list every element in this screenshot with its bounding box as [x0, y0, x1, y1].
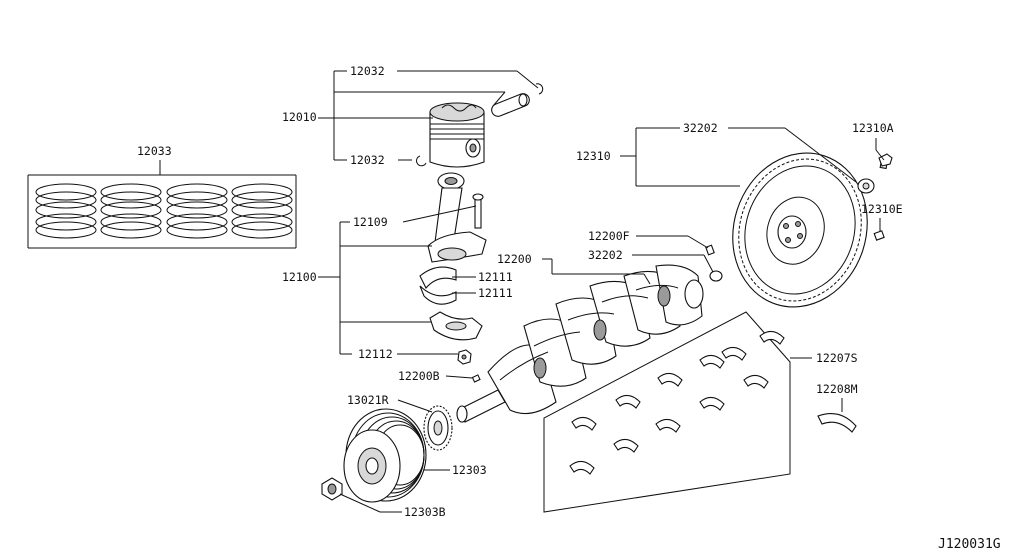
thrust-washer — [817, 413, 857, 433]
svg-text:12200F: 12200F — [588, 229, 630, 243]
dowel-pin — [705, 244, 715, 256]
svg-text:12032: 12032 — [350, 64, 385, 78]
svg-text:12310A: 12310A — [852, 121, 894, 135]
diagram-id: J120031G — [938, 537, 1001, 552]
crank-sprocket — [423, 405, 453, 451]
svg-text:12208M: 12208M — [816, 382, 858, 396]
crank-key — [471, 374, 481, 383]
main-bearing-upper-row — [569, 330, 785, 475]
ring-stack-4 — [231, 183, 293, 239]
callout-12207S[interactable]: 12207S — [790, 351, 858, 365]
svg-text:12111: 12111 — [478, 286, 513, 300]
piston-pin — [491, 93, 530, 117]
callout-12032-top[interactable]: 12032 — [333, 64, 539, 161]
callout-12303B[interactable]: 12303B — [339, 493, 446, 519]
ring-stack-2 — [100, 183, 162, 239]
svg-text:12033: 12033 — [137, 144, 172, 158]
svg-text:13021R: 13021R — [347, 393, 389, 407]
piston-pin-circlip-top — [535, 83, 544, 95]
svg-text:12200B: 12200B — [398, 369, 440, 383]
svg-text:32202: 32202 — [588, 248, 623, 262]
callout-32202-top[interactable]: 32202 — [636, 121, 857, 183]
svg-text:12303: 12303 — [452, 463, 487, 477]
svg-text:12109: 12109 — [353, 215, 388, 229]
callout-12010[interactable]: 12010 — [282, 110, 433, 124]
svg-text:12111: 12111 — [478, 270, 513, 284]
callout-12111-a[interactable]: 12111 — [452, 270, 513, 284]
piston-ring-set — [35, 183, 293, 239]
callout-12200F[interactable]: 12200F — [588, 229, 709, 249]
svg-text:12310: 12310 — [576, 149, 611, 163]
conrod-bearing-upper — [419, 266, 457, 289]
piston — [429, 102, 485, 168]
flywheel-bolt — [878, 153, 893, 170]
svg-text:12303B: 12303B — [404, 505, 446, 519]
main-bearing-set — [569, 330, 785, 475]
callout-12032-bottom[interactable]: 12032 — [350, 153, 412, 167]
callout-12310A[interactable]: 12310A — [852, 121, 894, 161]
ring-stack-3 — [166, 183, 228, 239]
callout-12303[interactable]: 12303 — [424, 463, 487, 477]
crank-pulley — [343, 408, 427, 503]
svg-text:12100: 12100 — [282, 270, 317, 284]
svg-text:12112: 12112 — [358, 347, 393, 361]
callout-12112[interactable]: 12112 — [358, 347, 458, 361]
svg-text:12200: 12200 — [497, 252, 532, 266]
callout-12208M[interactable]: 12208M — [816, 382, 858, 412]
connecting-rod-cap — [429, 311, 483, 341]
pilot-bushing — [709, 270, 723, 282]
flywheel — [732, 152, 868, 308]
callout-12310E[interactable]: 12310E — [861, 202, 903, 232]
callout-12200B[interactable]: 12200B — [398, 369, 473, 383]
flywheel-dowel — [873, 230, 885, 241]
piston-pin-circlip-bottom — [416, 155, 427, 167]
callout-12100[interactable]: 12100 — [282, 221, 432, 355]
callout-13021R[interactable]: 13021R — [347, 393, 433, 413]
connecting-rod — [427, 172, 487, 263]
callout-12109[interactable]: 12109 — [353, 205, 477, 229]
svg-text:12207S: 12207S — [816, 351, 858, 365]
conrod-bearing-lower — [419, 285, 457, 305]
crankshaft — [456, 264, 704, 423]
pulley-bolt — [321, 477, 343, 501]
main-bearing-set-frame — [543, 311, 791, 513]
callout-12310[interactable]: 12310 — [576, 128, 740, 187]
callout-12111-b[interactable]: 12111 — [452, 286, 513, 300]
conrod-nut — [457, 349, 472, 365]
callout-12033[interactable]: 12033 — [27, 144, 297, 249]
svg-text:12010: 12010 — [282, 110, 317, 124]
svg-text:32202: 32202 — [683, 121, 718, 135]
svg-text:12032: 12032 — [350, 153, 385, 167]
svg-text:12310E: 12310E — [861, 202, 903, 216]
ring-stack-1 — [35, 183, 97, 239]
callout-32202-mid[interactable]: 32202 — [588, 248, 714, 273]
flywheel-bushing — [857, 178, 875, 194]
connecting-rod-bolt — [472, 193, 484, 229]
callout-12200[interactable]: 12200 — [497, 252, 651, 285]
